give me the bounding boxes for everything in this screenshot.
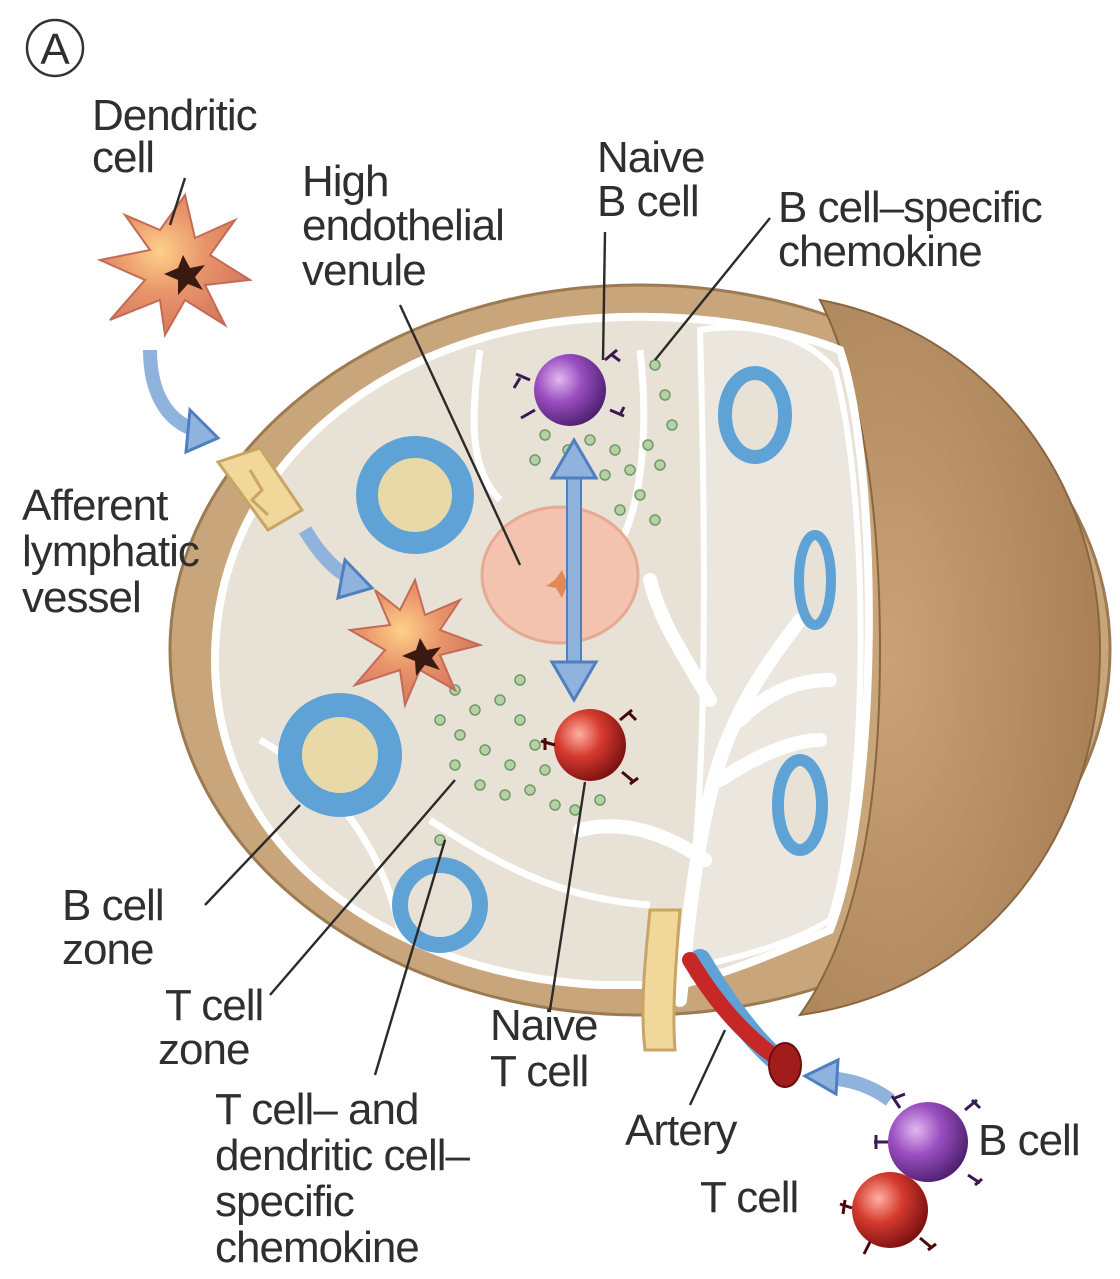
- svg-text:chemokine: chemokine: [215, 1223, 419, 1272]
- svg-text:High: High: [302, 157, 389, 206]
- svg-text:Afferent: Afferent: [22, 481, 168, 530]
- dendritic-cell-icon: [100, 195, 250, 335]
- svg-text:B cell: B cell: [62, 881, 164, 930]
- svg-text:dendritic cell–: dendritic cell–: [215, 1131, 471, 1180]
- label-dendritic-cell: Dendritic cell: [92, 91, 257, 182]
- svg-text:zone: zone: [158, 1025, 249, 1074]
- svg-text:B cell–specific: B cell–specific: [778, 183, 1042, 232]
- svg-text:zone: zone: [62, 925, 153, 974]
- lymphocyte-entry-arrow: [805, 1060, 890, 1100]
- label-naive-t-cell: Naive T cell: [490, 1001, 598, 1096]
- svg-text:endothelial: endothelial: [302, 201, 504, 250]
- label-b-cell: B cell: [978, 1116, 1080, 1165]
- svg-text:chemokine: chemokine: [778, 227, 982, 276]
- label-t-cell: T cell: [700, 1173, 798, 1222]
- label-hev: High endothelial venule: [302, 157, 504, 295]
- label-artery: Artery: [625, 1106, 737, 1155]
- lymph-node-capsule: [170, 285, 1110, 1015]
- label-t-cell-zone: T cell zone: [158, 981, 263, 1074]
- label-afferent-lymphatic: Afferent lymphatic vessel: [22, 481, 199, 622]
- svg-text:B cell: B cell: [597, 177, 699, 226]
- label-t-dc-chemokine: T cell– and dendritic cell– specific che…: [215, 1085, 471, 1272]
- svg-text:Naive: Naive: [597, 133, 705, 182]
- circulating-t-cell-icon: [840, 1172, 936, 1254]
- panel-letter-badge: A: [27, 20, 83, 76]
- svg-text:T cell: T cell: [165, 981, 263, 1030]
- svg-text:venule: venule: [302, 246, 426, 295]
- label-naive-b-cell: Naive B cell: [597, 133, 705, 226]
- svg-text:lymphatic: lymphatic: [22, 527, 199, 576]
- svg-text:cell: cell: [92, 133, 154, 182]
- panel-letter: A: [40, 25, 70, 74]
- svg-text:vessel: vessel: [22, 573, 141, 622]
- svg-text:T cell– and: T cell– and: [215, 1085, 418, 1134]
- circulating-b-cell-icon: [874, 1094, 982, 1185]
- label-b-cell-zone: B cell zone: [62, 881, 164, 974]
- svg-text:specific: specific: [215, 1177, 354, 1226]
- svg-text:T cell: T cell: [490, 1047, 588, 1096]
- label-b-chemokine: B cell–specific chemokine: [778, 183, 1042, 276]
- svg-text:Naive: Naive: [490, 1001, 598, 1050]
